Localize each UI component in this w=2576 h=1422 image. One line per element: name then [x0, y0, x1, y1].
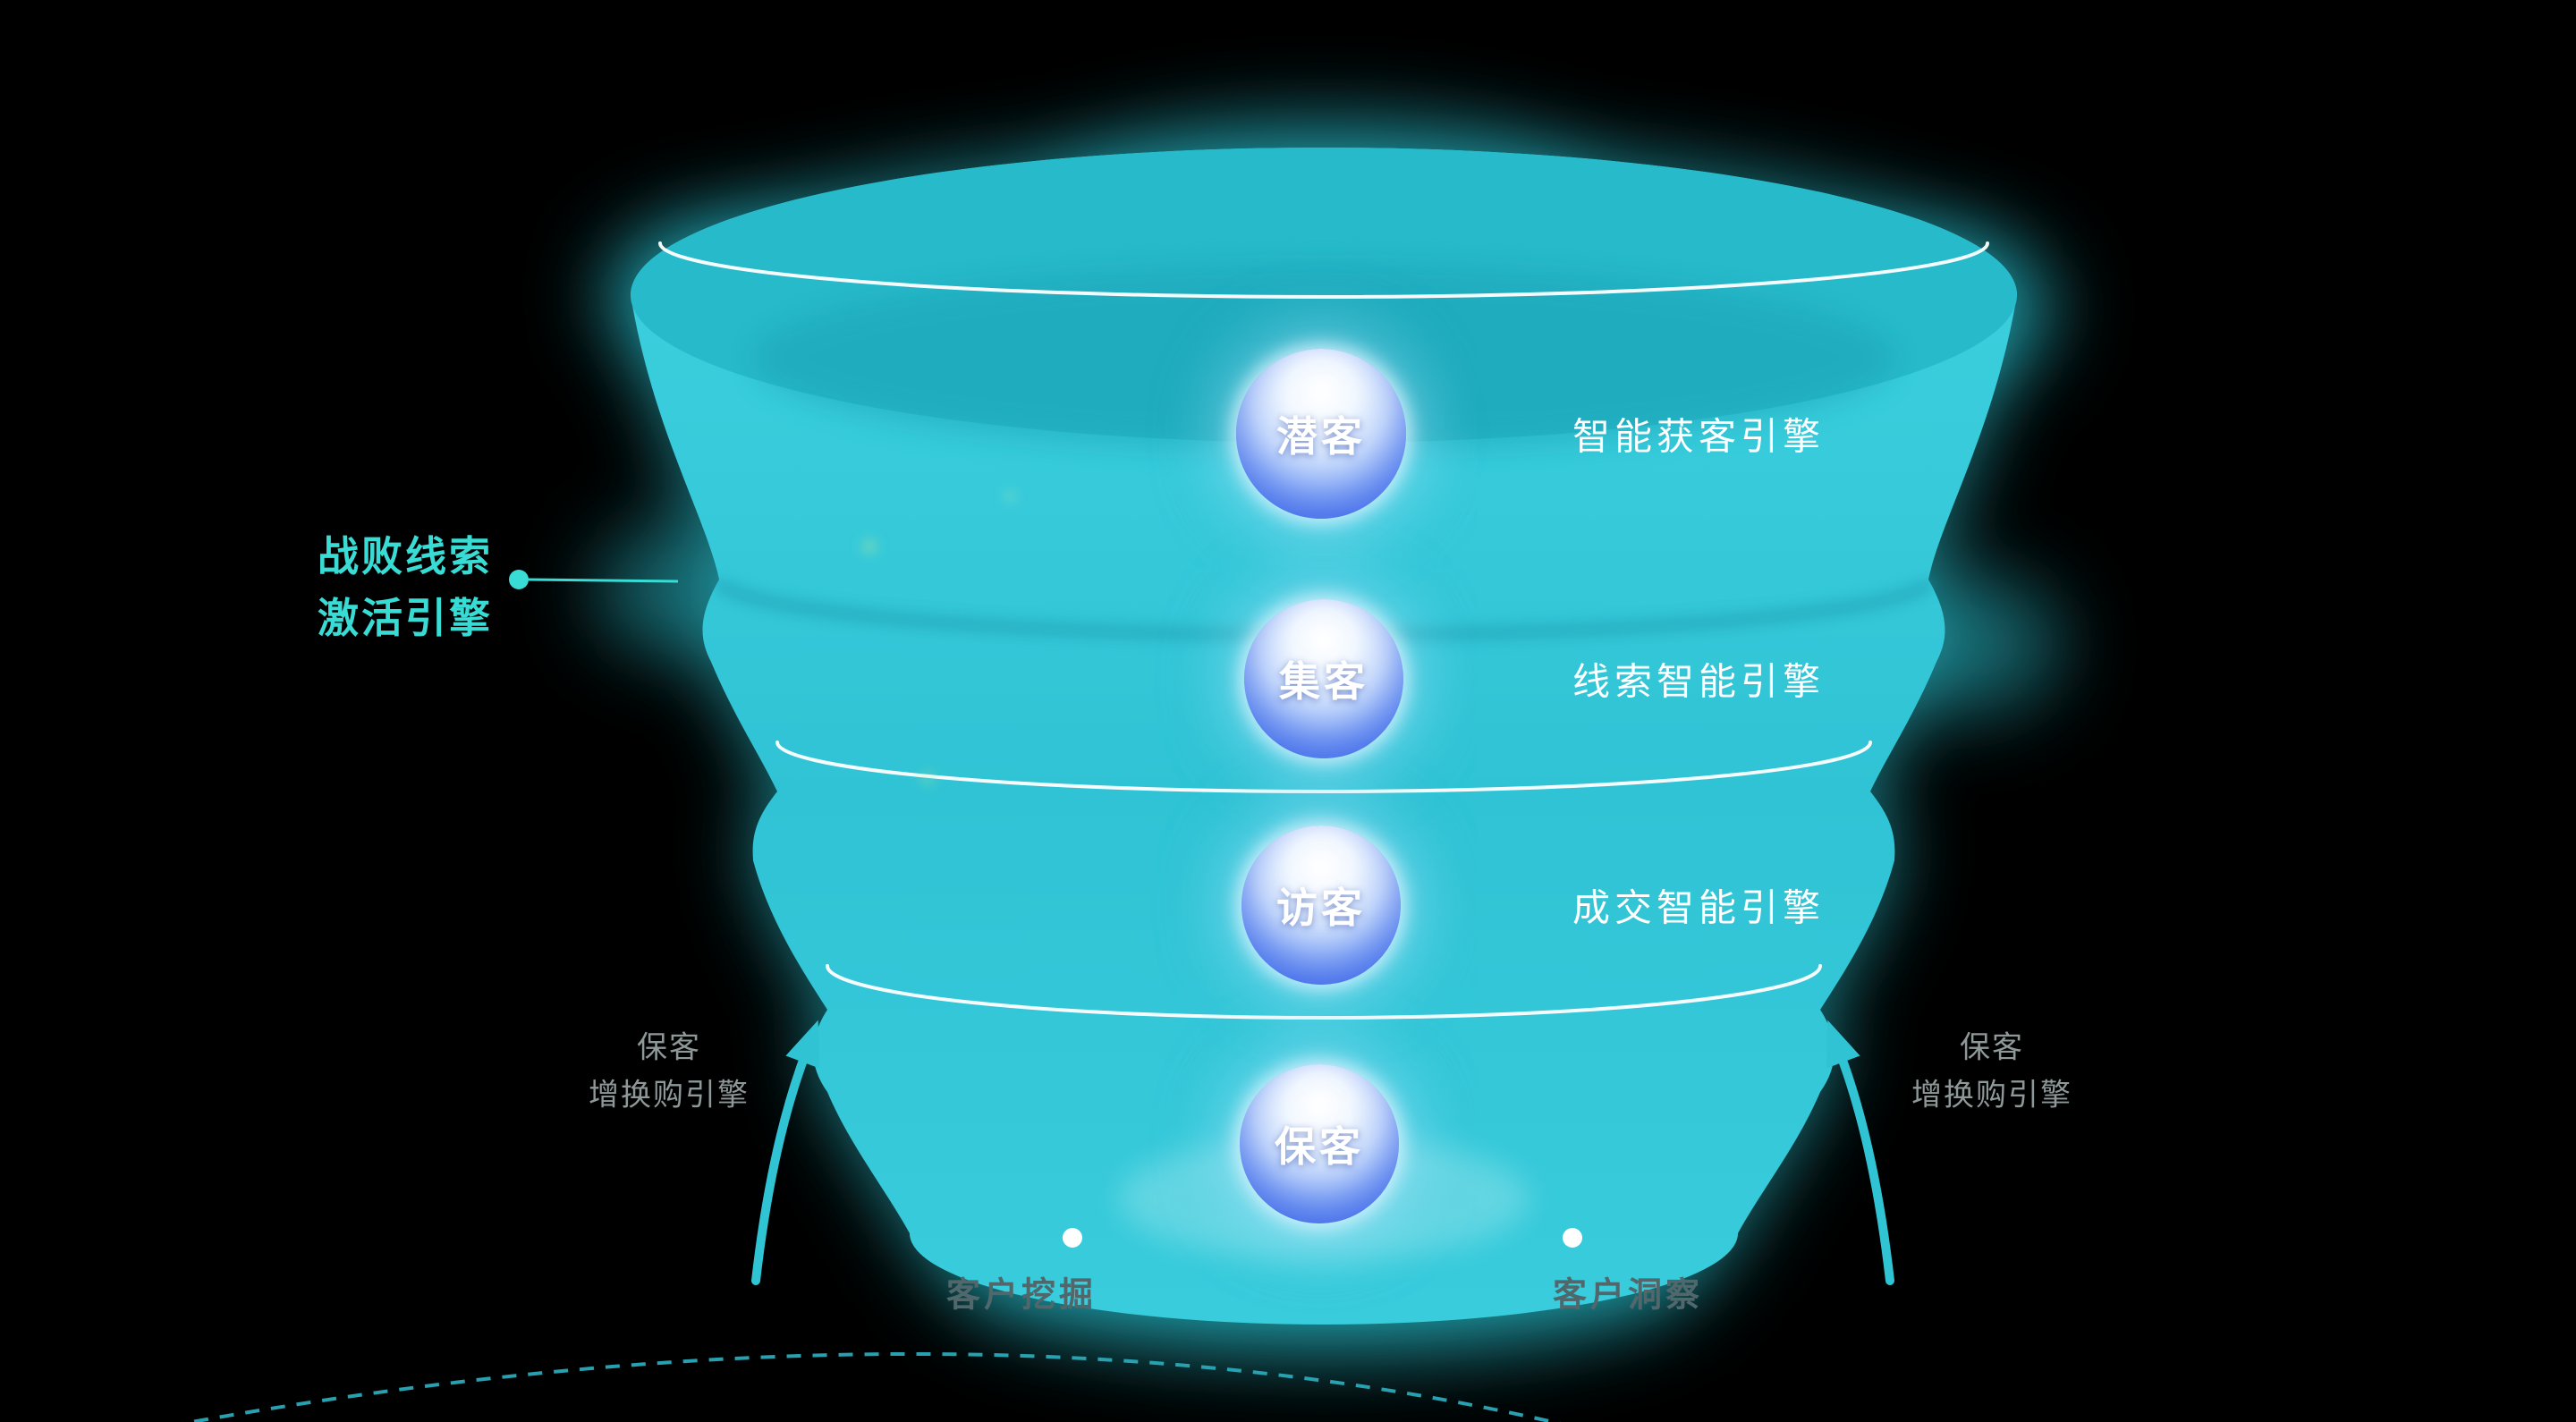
stage-sphere-leads: 集客: [1244, 599, 1403, 758]
stage-label: 访客: [1276, 884, 1366, 932]
callout-line-1: 战败线索: [318, 532, 493, 580]
separator-line-2: [775, 741, 1872, 793]
right-base-dot: [1563, 1228, 1582, 1248]
repurchase-right-line-2: 增换购引擎: [1911, 1077, 2072, 1113]
bottom-label-insight: 客户洞察: [1552, 1274, 1704, 1315]
stage-label: 保客: [1275, 1122, 1364, 1171]
left-up-arrow: [751, 1020, 819, 1285]
lost-leads-callout: 战败线索 激活引擎: [318, 526, 493, 649]
repurchase-arrows: [751, 1020, 1894, 1285]
repurchase-left-line-2: 增换购引擎: [589, 1077, 750, 1113]
left-base-dot: [1063, 1228, 1082, 1248]
dashed-orbit-curve: [182, 1351, 1562, 1422]
engine-label-acquisition: 智能获客引擎: [1572, 414, 1826, 459]
tier-separator-lines: [658, 241, 1989, 1020]
repurchase-right-line-1: 保客: [1960, 1029, 2024, 1066]
repurchase-label-left: 保客 增换购引擎: [589, 1024, 750, 1118]
stage-sphere-visitors: 访客: [1241, 825, 1401, 985]
callout-line-2: 激活引擎: [318, 594, 493, 642]
stage-sphere-retained: 保客: [1240, 1064, 1399, 1223]
stage-label: 潜客: [1276, 412, 1366, 461]
repurchase-left-line-1: 保客: [637, 1029, 701, 1066]
separator-line-3: [826, 964, 1822, 1020]
engine-label-leads: 线索智能引擎: [1572, 659, 1826, 704]
top-rim-line: [658, 241, 1989, 299]
bottom-label-mining: 客户挖掘: [945, 1274, 1097, 1315]
callout-connector: [509, 570, 679, 589]
engine-label-deal: 成交智能引擎: [1572, 885, 1826, 930]
stage-sphere-prospects: 潜客: [1236, 349, 1406, 519]
callout-dot: [509, 570, 529, 589]
base-dots: [1063, 1228, 1582, 1248]
right-up-arrow: [1826, 1020, 1894, 1285]
repurchase-label-right: 保客 增换购引擎: [1911, 1024, 2072, 1118]
stage-label: 集客: [1279, 657, 1368, 706]
body-light-dots: [862, 491, 1015, 784]
